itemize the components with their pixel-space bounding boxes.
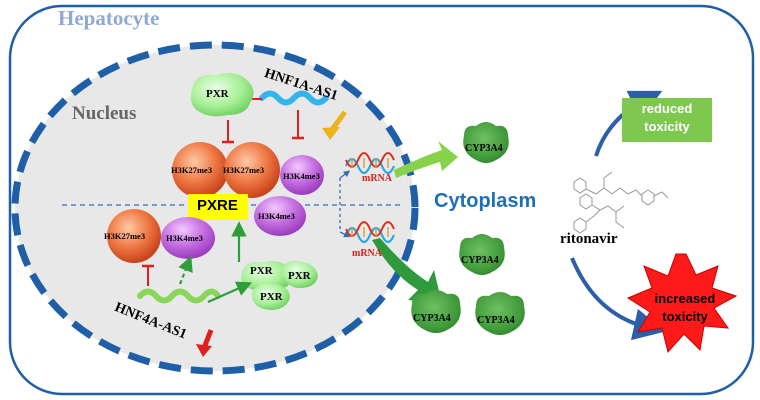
pxr-label-1: PXR (250, 265, 273, 277)
cell-label: Hepatocyte (58, 6, 160, 30)
mrna-helix-top (344, 152, 396, 175)
h3k27me3-label-2: H3K27me3 (223, 165, 265, 175)
h3k27me3-label-1: H3K27me3 (171, 165, 213, 175)
pxre-label: PXRE (197, 197, 238, 214)
h3k4me3-label-left: H3K4me3 (166, 233, 203, 243)
cyp3a4-protein-1 (463, 122, 509, 163)
transcription-arrow-top (339, 170, 351, 179)
increased-toxicity-star (626, 253, 738, 354)
h3k27me3-histone-left (107, 209, 161, 263)
h3k27me3-histone-1 (172, 142, 228, 198)
activate-dashed-hnf4a-h3k4me3 (178, 255, 193, 285)
mrna-label-bottom: mRNA (352, 248, 382, 259)
curved-arrow-increased (570, 257, 666, 341)
h3k4me3-histone-top (280, 155, 324, 195)
pxr-protein-cluster-3 (251, 283, 290, 310)
cyp3a4-protein-2 (459, 234, 505, 275)
h3k4me3-label-right: H3K4me3 (258, 211, 295, 221)
ritonavir-structure-icon (573, 171, 669, 234)
export-arrow-small (394, 141, 458, 178)
pxr-protein-top (190, 73, 254, 117)
pxr-label-top: PXR (206, 88, 229, 100)
cyp3a4-protein-3 (411, 290, 461, 333)
cytoplasm-label: Cytoplasm (434, 190, 537, 212)
reduced-toxicity-line1: reduced (641, 101, 693, 116)
transcription-arrow-bottom (339, 231, 351, 238)
hnf4a-as1-lncrna-icon (137, 288, 221, 304)
reduced-toxicity-box (622, 98, 712, 142)
pxr-protein-cluster-2 (282, 260, 318, 288)
pxr-protein-cluster-1 (241, 261, 292, 292)
cyp3a4-label-3: CYP3A4 (413, 313, 451, 324)
h3k4me3-histone-right (254, 196, 306, 236)
ritonavir-label: ritonavir (560, 231, 618, 247)
cyp3a4-label-1: CYP3A4 (465, 143, 503, 154)
h3k27me3-histone-2 (224, 142, 280, 198)
pxr-label-2: PXR (288, 270, 311, 282)
hnf1a-as1-down-arrow-icon (322, 127, 340, 140)
hnf4a-as1-down-arrow-icon (196, 344, 212, 357)
cyp3a4-protein-4 (475, 292, 525, 335)
export-arrow-large (372, 238, 442, 304)
hnf1a-as1-lncrna-icon (259, 90, 329, 106)
reduced-toxicity-line2: toxicity (644, 119, 690, 134)
h3k4me3-histone-left (161, 217, 215, 259)
cyp3a4-label-4: CYP3A4 (477, 315, 515, 326)
pxr-label-3: PXR (260, 291, 283, 303)
h3k4me3-label-top: H3K4me3 (283, 171, 320, 181)
activate-arrow-hnf4a-pxr (207, 281, 253, 304)
nucleus-label: Nucleus (72, 103, 137, 124)
h3k27me3-label-left: H3K27me3 (104, 231, 146, 241)
increased-toxicity-line2: toxicity (662, 309, 708, 324)
cyp3a4-label-2: CYP3A4 (461, 255, 499, 266)
increased-toxicity-line1: increased (654, 291, 716, 306)
mrna-label-top: mRNA (362, 173, 392, 184)
pxre-box (188, 194, 248, 220)
hnf4a-as1-down-arrow-line (201, 329, 214, 349)
mrna-helix-bottom (344, 221, 396, 244)
